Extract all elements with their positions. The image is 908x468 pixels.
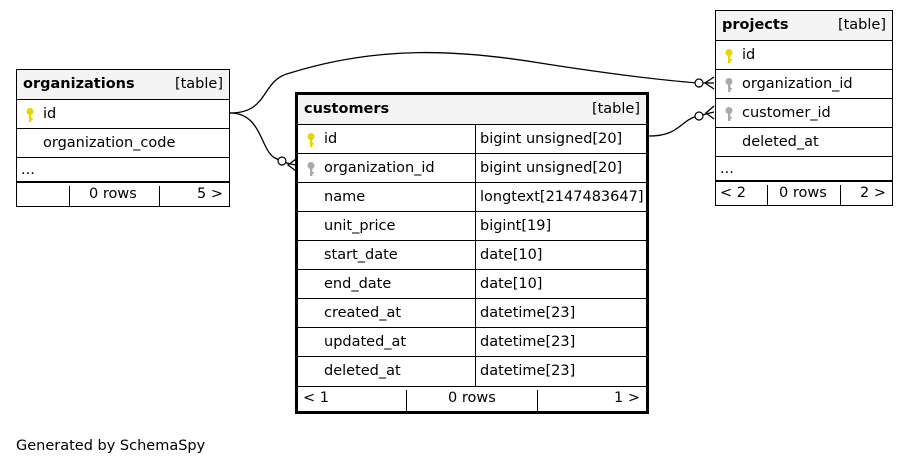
column-name: id [43,106,57,122]
table-kind: [table] [591,101,640,117]
column-row[interactable]: start_date date[10] [298,241,646,270]
zero-many-circle [694,111,704,121]
column-name: updated_at [324,334,407,350]
projects-header[interactable]: projects [table] [716,11,892,41]
column-row[interactable]: id bigint unsigned[20] [298,125,646,154]
column-row[interactable]: deleted_at datetime[23] [298,357,646,386]
footer-rows: 0 rows [448,390,496,406]
link-organizations-customers [229,112,297,166]
footer-right[interactable]: 1 > [614,390,640,406]
organizations-header[interactable]: organizations [table] [17,70,229,100]
column-row[interactable]: organization_code [17,129,229,158]
foreign-key-icon [307,162,315,176]
footer-rows: 0 rows [89,186,137,202]
ellipsis: ... [21,162,35,178]
column-row[interactable]: customer_id [716,99,892,128]
column-row[interactable]: unit_price bigint[19] [298,212,646,241]
column-type: date[10] [480,276,543,292]
table-footer: 0 rows 5 > [17,182,229,206]
footer-right[interactable]: 5 > [197,186,223,202]
column-row[interactable]: created_at datetime[23] [298,299,646,328]
primary-key-icon [725,49,733,63]
table-kind: [table] [174,76,223,92]
customers-header[interactable]: customers [table] [298,95,646,125]
column-name: id [742,47,756,63]
foreign-key-icon [725,78,733,92]
link-customers-projects [648,111,715,137]
column-name: organization_id [324,160,435,176]
foreign-key-icon [725,107,733,121]
column-row[interactable]: id [17,100,229,129]
ellipsis: ... [720,161,734,177]
crowfoot-arrow [704,105,715,120]
column-name: name [324,189,366,205]
column-type: datetime[23] [480,334,576,350]
primary-key-icon [26,108,34,122]
column-name: deleted_at [324,363,401,379]
column-row[interactable]: organization_id bigint unsigned[20] [298,154,646,183]
column-type: datetime[23] [480,305,576,321]
column-row[interactable]: deleted_at [716,128,892,157]
column-row[interactable]: name longtext[2147483647] [298,183,646,212]
table-name[interactable]: projects [722,17,789,33]
column-type: bigint[19] [480,218,552,234]
table-footer: < 1 0 rows 1 > [298,386,646,411]
column-name: end_date [324,276,392,292]
organizations-table[interactable]: organizations [table] id organization_co… [16,69,230,207]
crowfoot-arrow [703,76,715,90]
primary-key-icon [307,133,315,147]
column-name: deleted_at [742,134,819,150]
column-name: organization_code [43,135,176,151]
column-name: unit_price [324,218,396,234]
table-name[interactable]: customers [304,101,390,117]
column-row[interactable]: id [716,41,892,70]
column-name: start_date [324,247,398,263]
column-row[interactable]: updated_at datetime[23] [298,328,646,357]
column-row[interactable]: end_date date[10] [298,270,646,299]
footer-left[interactable]: < 1 [303,390,329,406]
column-name: id [324,131,338,147]
more-columns-row: ... [17,158,229,182]
column-type: bigint unsigned[20] [480,160,623,176]
footer-rows: 0 rows [779,185,827,201]
column-name: created_at [324,305,402,321]
more-columns-row: ... [716,157,892,181]
column-type: datetime[23] [480,363,576,379]
column-type: date[10] [480,247,543,263]
column-name: customer_id [742,105,831,121]
zero-many-circle [694,78,704,88]
zero-many-circle [277,156,287,166]
table-kind: [table] [837,17,886,33]
table-name[interactable]: organizations [23,76,135,92]
projects-table[interactable]: projects [table] id organization_id cust… [715,10,893,206]
column-type: longtext[2147483647] [480,189,644,205]
generated-by-note: Generated by SchemaSpy [16,438,206,454]
column-name: organization_id [742,76,853,92]
column-row[interactable]: organization_id [716,70,892,99]
footer-right[interactable]: 2 > [860,185,886,201]
column-type: bigint unsigned[20] [480,131,623,147]
footer-left[interactable]: < 2 [720,185,746,201]
table-footer: < 2 0 rows 2 > [716,181,892,205]
